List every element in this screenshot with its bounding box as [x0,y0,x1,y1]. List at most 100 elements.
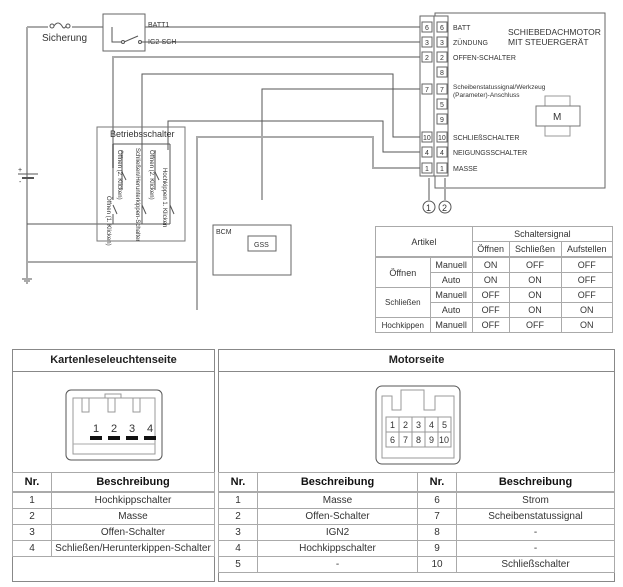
motor-pin-number: 5 [442,420,447,430]
pin-number: 1 [440,166,444,173]
nr-header-2: Nr. [417,472,457,493]
signal-value: OFF [471,302,510,318]
pin-desc2: Schließschalter [456,556,615,573]
pin-nr: 3 [218,524,258,541]
signal-value: OFF [471,287,510,303]
signal-value: OFF [560,272,614,288]
motor-pin-number: 9 [429,435,434,445]
mode-cell: Auto [429,302,473,318]
pin-box [436,162,448,174]
mode-cell: Auto [429,272,473,288]
ground-icon [22,270,32,284]
relay-batt-label: BATT1 [148,22,169,29]
schaltersignal-header: Schaltersignal [471,226,614,242]
group-cell: Schließen [375,287,431,318]
pin-desc2: Scheibenstatussignal [456,508,615,525]
fuse-label: Sicherung [42,33,87,44]
svg-text:2: 2 [442,203,447,213]
pin-nr2: 8 [417,524,457,541]
pin-number: 1 [425,166,429,173]
pin-box [436,113,448,125]
motor-title-1: SCHIEBEDACHMOTOR [508,27,601,37]
motor-pin-number: 10 [439,435,449,445]
pin-box [421,162,433,174]
pin-nr2: 10 [417,556,457,573]
pin-nr: 4 [12,540,52,557]
motor-pin-number: 6 [390,435,395,445]
mode-cell: Manuell [429,287,473,303]
motor-pin-number: 4 [429,420,434,430]
pin-desc: Hochkippschalter [51,491,215,509]
lamp-pin-terminal [90,436,102,440]
col-header: Schließen [508,241,562,258]
desc-header: Beschreibung [257,472,418,493]
svg-text:+: + [18,167,22,174]
svg-text:-: - [19,179,22,186]
pin-box [421,21,433,33]
pin-box [421,83,433,95]
signal-value: ON [508,272,562,288]
pin-label: (Parameter)-Anschluss [453,92,520,99]
signal-value: ON [508,302,562,318]
pin-box [421,51,433,63]
pin-box [436,131,448,143]
motor-pin-number: 3 [416,420,421,430]
gss-label: GSS [254,242,269,249]
pin-label: NEIGUNGSSCHALTER [453,150,527,157]
pin-nr: 3 [12,524,52,541]
pin-label: OFFEN-SCHALTER [453,55,516,62]
pin-desc: IGN2 [257,524,418,541]
pin-number: 9 [440,117,444,124]
switch-label-1: Öffnen (1. Klicken) [105,196,112,246]
signal-value: OFF [508,256,562,273]
pin-box [421,36,433,48]
pin-desc: Offen-Schalter [51,524,215,541]
pin-number: 5 [440,102,444,109]
signal-value: ON [508,287,562,303]
pin-number: 2 [425,55,429,62]
pin-nr2: 9 [417,540,457,557]
pin-desc: - [257,556,418,573]
pin-box [436,66,448,78]
bcm-label: BCM [216,229,232,236]
signal-value: ON [560,302,614,318]
signal-value: ON [471,272,510,288]
connector-marker-2: 2 [438,200,452,214]
pin-number: 7 [425,87,429,94]
pin-nr2: 7 [417,508,457,525]
nr-header: Nr. [12,472,52,493]
pin-label: ZÜNDUNG [453,39,488,47]
col-header: Aufstellen [560,241,614,258]
signal-value: OFF [508,317,562,333]
pin-desc: Offen-Schalter [257,508,418,525]
pin-label: BATT [453,25,471,32]
pin-desc: Masse [257,491,418,509]
switch-signal-table: Artikel Schaltersignal Öffnen Schließen … [375,226,614,333]
desc-header-2: Beschreibung [456,472,615,493]
pin-nr: 1 [12,491,52,509]
svg-text:M: M [553,112,561,123]
switch-label-3: Schließen/Herunterkippen-Schalter [134,148,140,241]
lamp-pin-terminal [126,436,138,440]
signal-value: OFF [560,256,614,273]
desc-header: Beschreibung [51,472,215,493]
lamp-pin-number: 4 [147,423,153,435]
pin-number: 4 [425,150,429,157]
motor-pin-number: 7 [403,435,408,445]
pin-label: Scheibenstatussignal/Werkzeug [453,84,546,91]
mode-cell: Manuell [429,317,473,333]
pin-number: 3 [425,40,429,47]
